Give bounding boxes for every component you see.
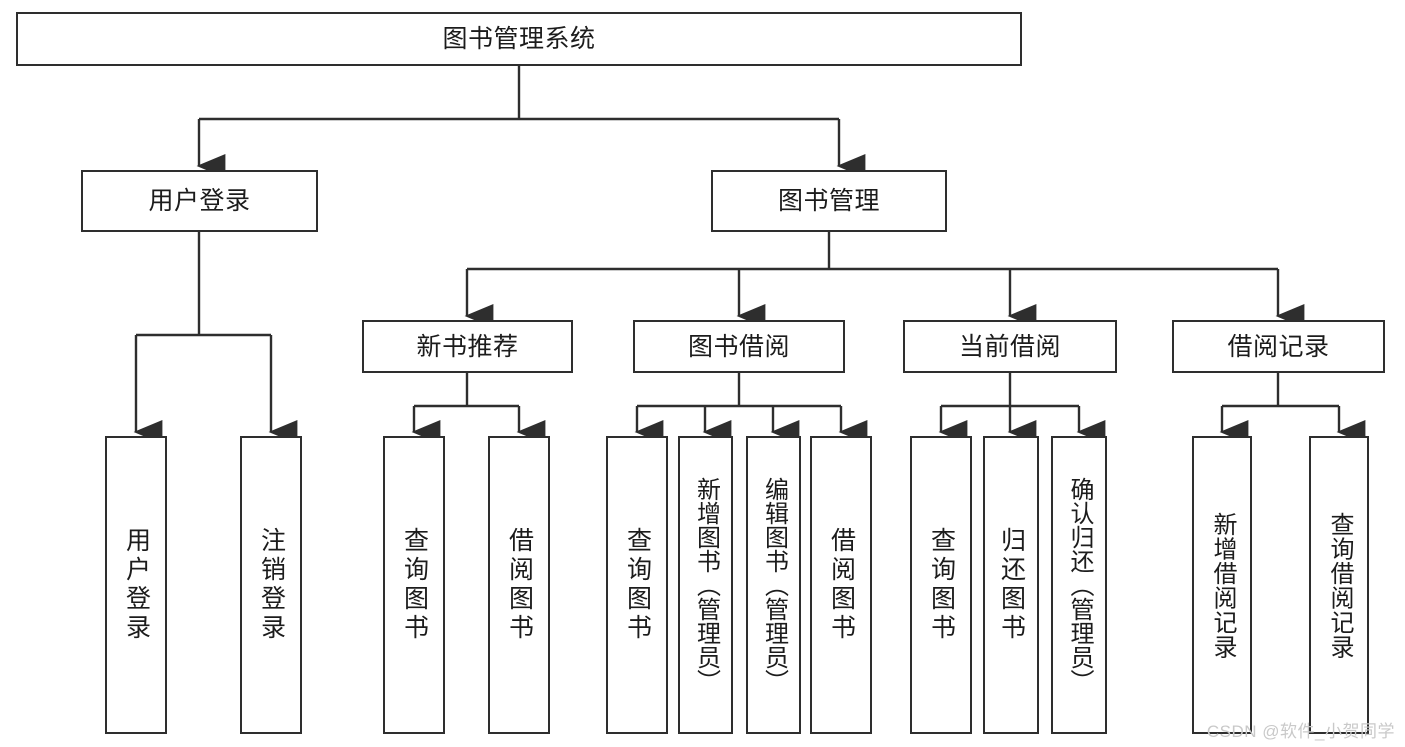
node-leaf-borrow-book-1[interactable]: 借阅图书 — [488, 436, 550, 734]
node-leaf-borrow-book-2[interactable]: 借阅图书 — [810, 436, 872, 734]
node-leaf-query-book-1-label: 查询图书 — [400, 527, 429, 643]
node-new-book-recommend[interactable]: 新书推荐 — [362, 320, 573, 373]
node-leaf-query-book-2[interactable]: 查询图书 — [606, 436, 668, 734]
node-leaf-user-logout[interactable]: 注销登录 — [240, 436, 302, 734]
node-leaf-return-book[interactable]: 归还图书 — [983, 436, 1039, 734]
node-leaf-borrow-book-2-label: 借阅图书 — [827, 527, 856, 643]
node-user-login[interactable]: 用户登录 — [81, 170, 318, 232]
node-current-borrow-label: 当前借阅 — [958, 332, 1061, 361]
node-borrow-record[interactable]: 借阅记录 — [1172, 320, 1385, 373]
node-leaf-return-book-label: 归还图书 — [997, 527, 1026, 643]
node-leaf-add-record[interactable]: 新增借阅记录 — [1192, 436, 1252, 734]
node-leaf-add-book-label: 新增图书（管理员） — [692, 477, 720, 693]
node-leaf-user-logout-label: 注销登录 — [257, 527, 286, 643]
node-leaf-query-book-1[interactable]: 查询图书 — [383, 436, 445, 734]
node-book-management-label: 图书管理 — [777, 187, 880, 215]
node-leaf-borrow-book-1-label: 借阅图书 — [505, 527, 534, 643]
node-leaf-query-record-label: 查询借阅记录 — [1326, 511, 1353, 659]
node-leaf-query-record[interactable]: 查询借阅记录 — [1309, 436, 1369, 734]
node-leaf-add-book[interactable]: 新增图书（管理员） — [678, 436, 733, 734]
node-book-borrow[interactable]: 图书借阅 — [633, 320, 845, 373]
node-book-management[interactable]: 图书管理 — [711, 170, 947, 232]
node-leaf-confirm-return[interactable]: 确认归还（管理员） — [1051, 436, 1107, 734]
node-leaf-confirm-return-label: 确认归还（管理员） — [1066, 477, 1093, 693]
node-root-label: 图书管理系统 — [442, 25, 596, 53]
watermark-label: CSDN @软件_小贺同学 — [1206, 722, 1395, 741]
node-user-login-label: 用户登录 — [148, 187, 251, 215]
node-leaf-query-book-2-label: 查询图书 — [623, 527, 652, 643]
node-leaf-user-login-label: 用户登录 — [122, 527, 151, 643]
node-leaf-edit-book-label: 编辑图书（管理员） — [760, 477, 788, 693]
node-leaf-query-book-3-label: 查询图书 — [927, 527, 956, 643]
node-leaf-query-book-3[interactable]: 查询图书 — [910, 436, 972, 734]
node-book-borrow-label: 图书借阅 — [687, 332, 790, 361]
node-current-borrow[interactable]: 当前借阅 — [903, 320, 1117, 373]
node-root[interactable]: 图书管理系统 — [16, 12, 1022, 66]
node-leaf-add-record-label: 新增借阅记录 — [1209, 511, 1236, 659]
node-borrow-record-label: 借阅记录 — [1227, 332, 1330, 361]
node-leaf-user-login[interactable]: 用户登录 — [105, 436, 167, 734]
node-new-book-recommend-label: 新书推荐 — [416, 332, 519, 361]
node-leaf-edit-book[interactable]: 编辑图书（管理员） — [746, 436, 801, 734]
